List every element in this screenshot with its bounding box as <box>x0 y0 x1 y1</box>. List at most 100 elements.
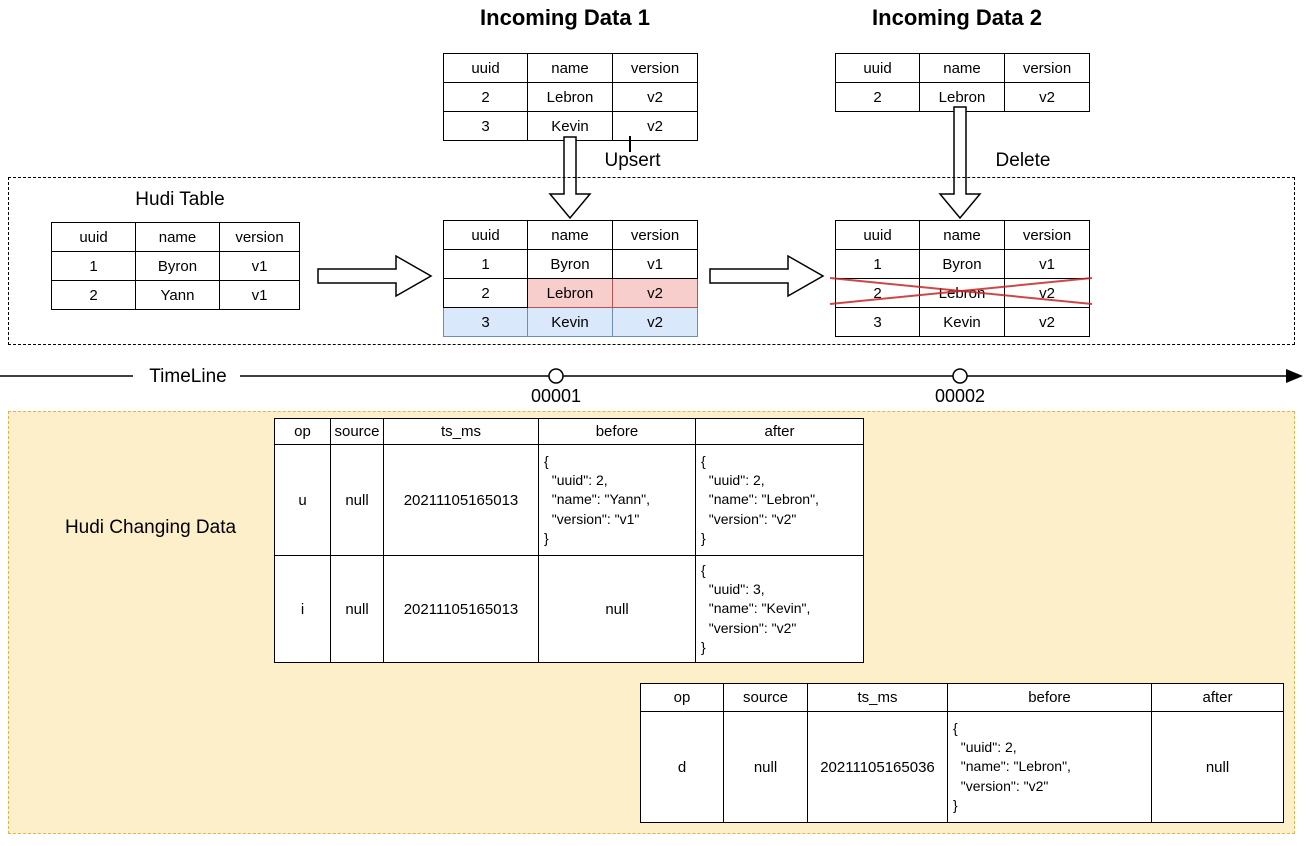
upsert-label-connector-line <box>629 136 631 152</box>
col-header-uuid: uuid <box>443 53 528 83</box>
incoming-data-2-title: Incoming Data 2 <box>872 5 1042 30</box>
table-header-row: op source ts_ms before after <box>274 418 864 445</box>
col-header-uuid: uuid <box>835 220 920 250</box>
col-header-uuid: uuid <box>443 220 528 250</box>
col-header-uuid: uuid <box>51 222 136 252</box>
incoming-data-1-title: Incoming Data 1 <box>480 5 650 30</box>
after-cell: null <box>1151 711 1284 823</box>
cell: 1 <box>443 249 528 279</box>
hudi-after-upsert-table: uuid name version 1 Byron v1 2 Lebron v2… <box>443 220 698 337</box>
table-row: 3 Kevin v2 <box>835 307 1090 337</box>
table-row: 2 Lebron v2 <box>443 82 698 112</box>
cell: Byron <box>527 249 613 279</box>
cell-inserted-blue: v2 <box>612 307 698 337</box>
cell: Byron <box>919 249 1005 279</box>
cell: 2 <box>443 278 528 308</box>
cell: Yann <box>135 280 220 310</box>
col-header-name: name <box>527 53 613 83</box>
table-header-row: uuid name version <box>51 222 300 252</box>
cell: 3 <box>443 111 528 141</box>
timeline-axis <box>0 368 1303 384</box>
commit-2-label: 00002 <box>934 386 986 406</box>
col-header-after: after <box>1151 683 1284 712</box>
cell: 2 <box>835 82 920 112</box>
cell: v1 <box>219 251 300 281</box>
cell: Kevin <box>919 307 1005 337</box>
col-header-op: op <box>274 418 331 445</box>
commit-marker-2-icon <box>952 368 968 384</box>
table-header-row: uuid name version <box>443 53 698 83</box>
incoming-data-2-table: uuid name version 2 Lebron v2 <box>835 53 1090 112</box>
table-header-row: uuid name version <box>835 220 1090 250</box>
ts-ms-cell: 20211105165036 <box>807 711 948 823</box>
incoming-data-1-table: uuid name version 2 Lebron v2 3 Kevin v2 <box>443 53 698 141</box>
cell-updated-red: v2 <box>612 278 698 308</box>
cell-inserted-blue: Kevin <box>527 307 613 337</box>
cdc-batch1-table: op source ts_ms before after u null 2021… <box>274 418 864 663</box>
upsert-label: Upsert <box>604 150 661 171</box>
table-row-inserted: 3 Kevin v2 <box>443 307 698 337</box>
col-header-version: version <box>219 222 300 252</box>
cdc-batch2-table: op source ts_ms before after d null 2021… <box>640 683 1284 823</box>
cdc-update-row: u null 20211105165013 { "uuid": 2, "name… <box>274 444 864 556</box>
table-header-row: op source ts_ms before after <box>640 683 1284 712</box>
col-header-source: source <box>723 683 808 712</box>
cell: 1 <box>835 249 920 279</box>
right-arrow-icon <box>317 254 433 298</box>
cell: 2 <box>443 82 528 112</box>
commit-1-label: 00001 <box>530 386 582 406</box>
cell: Lebron <box>527 82 613 112</box>
ts-ms-cell: 20211105165013 <box>383 444 539 556</box>
before-cell: { "uuid": 2, "name": "Lebron", "version"… <box>947 711 1152 823</box>
table-row: 2 Yann v1 <box>51 280 300 310</box>
before-cell: { "uuid": 2, "name": "Yann", "version": … <box>538 444 696 556</box>
col-header-name: name <box>527 220 613 250</box>
source-cell: null <box>330 555 384 663</box>
col-header-source: source <box>330 418 384 445</box>
cell-updated-red: Lebron <box>527 278 613 308</box>
table-row: 3 Kevin v2 <box>443 111 698 141</box>
before-cell: null <box>538 555 696 663</box>
hudi-table-title: Hudi Table <box>135 189 225 210</box>
commit-marker-1-icon <box>548 368 564 384</box>
table-row: 2 Lebron v2 <box>835 82 1090 112</box>
cell-inserted-blue: 3 <box>443 307 528 337</box>
cdc-delete-row: d null 20211105165036 { "uuid": 2, "name… <box>640 711 1284 823</box>
col-header-name: name <box>919 220 1005 250</box>
hudi-table-dashed-box <box>8 177 1295 345</box>
hudi-initial-table: uuid name version 1 Byron v1 2 Yann v1 <box>51 222 300 310</box>
col-header-op: op <box>640 683 724 712</box>
table-row: 1 Byron v1 <box>835 249 1090 279</box>
col-header-before: before <box>947 683 1152 712</box>
col-header-version: version <box>1004 53 1090 83</box>
cell: v2 <box>612 82 698 112</box>
cell: v1 <box>219 280 300 310</box>
col-header-name: name <box>135 222 220 252</box>
col-header-ts-ms: ts_ms <box>383 418 539 445</box>
cell: Byron <box>135 251 220 281</box>
after-cell: { "uuid": 2, "name": "Lebron", "version"… <box>695 444 864 556</box>
col-header-ts-ms: ts_ms <box>807 683 948 712</box>
timeline-label: TimeLine <box>149 366 227 387</box>
op-cell: i <box>274 555 331 663</box>
source-cell: null <box>330 444 384 556</box>
table-header-row: uuid name version <box>443 220 698 250</box>
op-cell: d <box>640 711 724 823</box>
hudi-changing-data-title: Hudi Changing Data <box>64 517 237 538</box>
cell: v1 <box>1004 249 1090 279</box>
cell: 1 <box>51 251 136 281</box>
col-header-uuid: uuid <box>835 53 920 83</box>
after-cell: { "uuid": 3, "name": "Kevin", "version":… <box>695 555 864 663</box>
delete-down-arrow-icon <box>938 106 982 220</box>
table-row-updated: 2 Lebron v2 <box>443 278 698 308</box>
hudi-after-delete-table: uuid name version 1 Byron v1 2 Lebron v2… <box>835 220 1090 337</box>
source-cell: null <box>723 711 808 823</box>
delete-label: Delete <box>995 150 1051 171</box>
cell: v2 <box>1004 307 1090 337</box>
timeline-arrowhead-icon <box>1286 369 1303 383</box>
cell: v1 <box>612 249 698 279</box>
table-row: 1 Byron v1 <box>51 251 300 281</box>
op-cell: u <box>274 444 331 556</box>
cell: v2 <box>612 111 698 141</box>
